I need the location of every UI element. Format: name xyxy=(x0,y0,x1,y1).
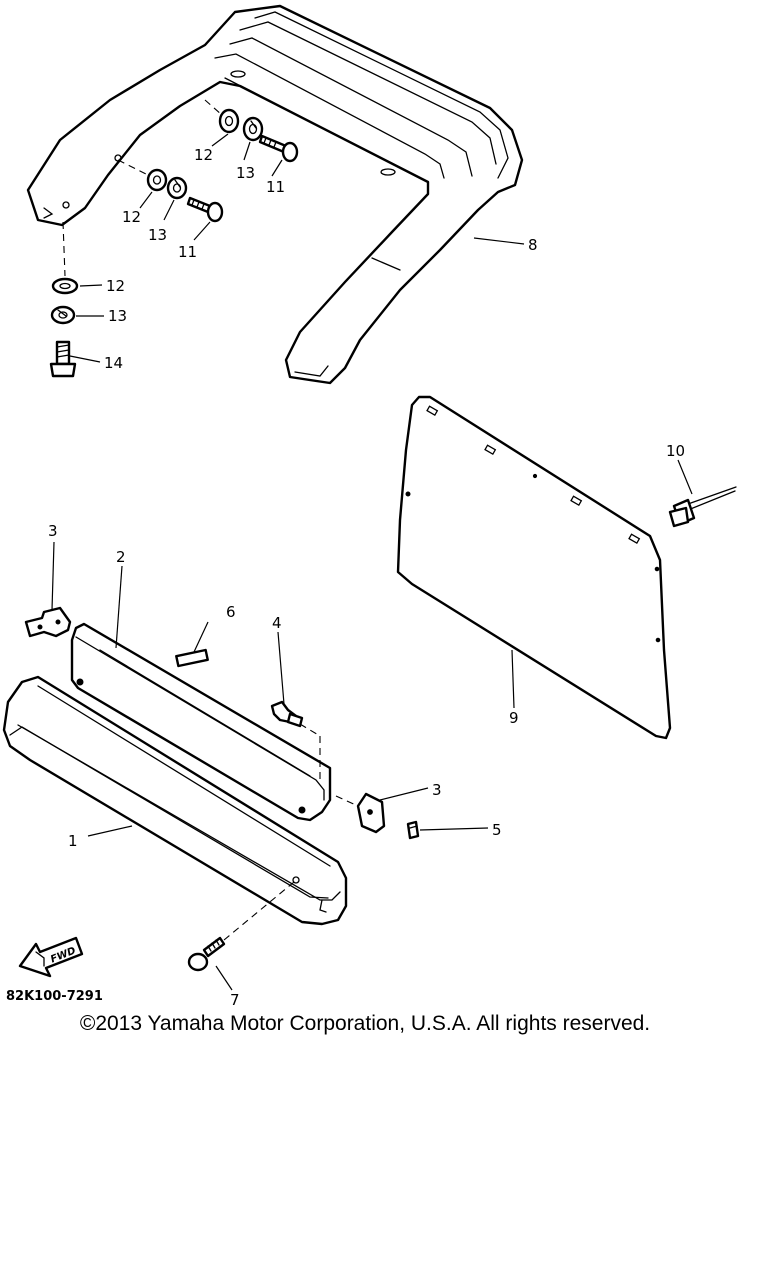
leader-lines xyxy=(51,133,693,991)
wing-bolt-part-4 xyxy=(270,700,304,728)
callout-14: 14 xyxy=(104,354,123,372)
bolt-11-upper xyxy=(258,134,299,163)
copyright-notice: ©2013 Yamaha Motor Corporation, U.S.A. A… xyxy=(79,1012,651,1035)
callout-8: 8 xyxy=(528,236,538,254)
grab-bar-part-8 xyxy=(26,4,524,385)
callout-3-right: 3 xyxy=(432,781,442,799)
bolt-11-mid xyxy=(186,196,224,223)
decal-part-6 xyxy=(175,648,209,668)
bracket-part-3-left xyxy=(24,606,72,638)
callout-4: 4 xyxy=(272,614,282,632)
callout-1: 1 xyxy=(68,832,78,850)
callout-10: 10 xyxy=(666,442,685,460)
washer-12-upper xyxy=(218,108,240,134)
bolt-14 xyxy=(49,340,77,378)
callout-5: 5 xyxy=(492,821,502,839)
rear-bumper-part-1 xyxy=(2,675,348,926)
callout-9: 9 xyxy=(509,709,519,727)
washer-12-lower xyxy=(51,277,79,295)
clip-part-5 xyxy=(406,820,420,840)
callout-11-mid: 11 xyxy=(178,243,197,261)
callout-7: 7 xyxy=(230,991,240,1009)
callout-6: 6 xyxy=(226,603,236,621)
callout-13-mid: 13 xyxy=(148,226,167,244)
callout-2: 2 xyxy=(116,548,126,566)
callout-13-lower: 13 xyxy=(108,307,127,325)
fwd-arrow-icon xyxy=(18,936,84,978)
callout-3-left: 3 xyxy=(48,522,58,540)
bracket-bar-part-2 xyxy=(70,622,332,822)
washer-12-mid xyxy=(146,168,168,192)
callout-13-upper: 13 xyxy=(236,164,255,182)
lock-washer-13-lower xyxy=(50,305,76,325)
callout-12-mid: 12 xyxy=(122,208,141,226)
callout-11-upper: 11 xyxy=(266,178,285,196)
lock-washer-13-mid xyxy=(166,176,188,200)
screw-part-7 xyxy=(187,936,226,972)
rivet-part-10 xyxy=(668,486,737,528)
bracket-part-3-right xyxy=(356,792,386,834)
drawing-code: 82K100-7291 xyxy=(6,989,103,1004)
callout-12-upper: 12 xyxy=(194,146,213,164)
rear-flap-part-9 xyxy=(396,395,672,740)
callout-12-lower: 12 xyxy=(106,277,125,295)
lock-washer-13-upper xyxy=(242,116,264,142)
